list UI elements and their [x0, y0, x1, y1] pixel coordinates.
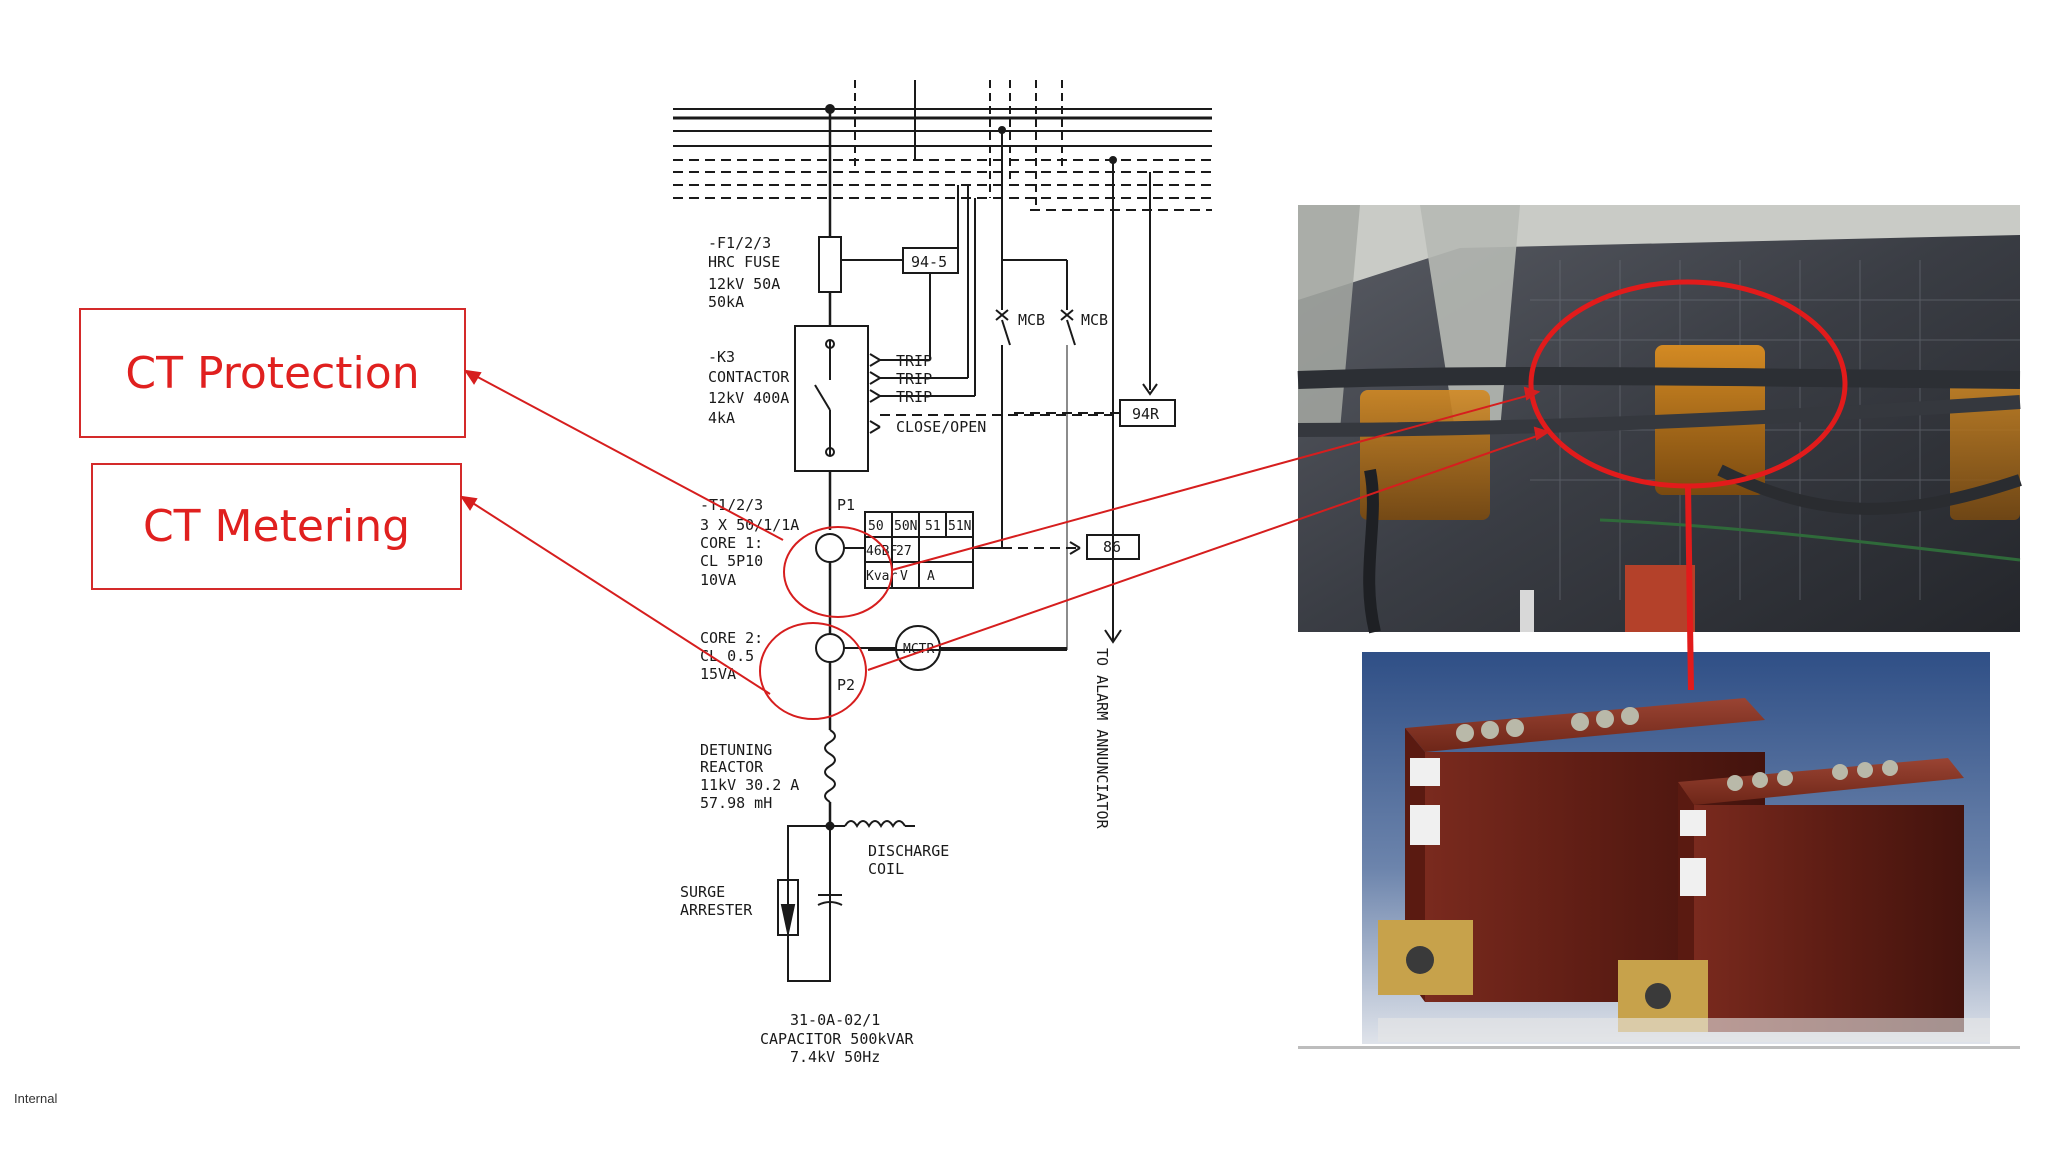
fuse-label: 50kA: [708, 293, 744, 311]
relay-grid-cell: Kvar: [866, 569, 897, 584]
trip-label: TRIP: [896, 352, 932, 370]
ct-label: 3 X 50/1/1A: [700, 516, 799, 534]
ct-protection-highlight: [783, 526, 893, 618]
trip-label: TRIP: [896, 370, 932, 388]
ct-metering-highlight: [759, 622, 867, 720]
mcb-label: MCB: [1018, 311, 1045, 329]
surge-arrester-label: SURGE: [680, 883, 725, 901]
ct-label: 10VA: [700, 571, 736, 589]
contactor-label: 12kV 400A: [708, 389, 789, 407]
mcb-label: MCB: [1081, 311, 1108, 329]
relay-grid-cell: 51: [925, 519, 941, 534]
ct-label: -T1/2/3: [700, 496, 763, 514]
alarm-label: TO ALARM ANNUNCIATOR: [1093, 648, 1111, 830]
ct-label: CL 5P10: [700, 552, 763, 570]
fuse-label: 12kV 50A: [708, 275, 780, 293]
arrow-head: [1523, 386, 1541, 401]
relay-grid-cell: 46BF: [866, 544, 897, 559]
reactor-label: 11kV 30.2 A: [700, 776, 799, 794]
relay-label: 86: [1103, 538, 1121, 556]
p1-label: P1: [837, 496, 855, 514]
annotations: [459, 369, 1551, 720]
contactor-label: -K3: [708, 348, 735, 366]
arrow-to-metering: [467, 499, 771, 695]
relay-grid-cell: 51N: [948, 519, 971, 534]
ct-protection-callout: CT Protection: [79, 308, 466, 438]
ct-label: CL 0.5: [700, 647, 754, 665]
installed-ct-photo: [1297, 205, 2022, 634]
ct-label: CORE 1:: [700, 534, 763, 552]
surge-arrester-label: ARRESTER: [680, 901, 753, 919]
arrow-to-photo: [891, 394, 1531, 571]
ct-metering-callout: CT Metering: [91, 463, 462, 590]
relay-grid-cell: V: [900, 569, 908, 584]
capacitor-label: 31-0A-02/1: [790, 1011, 880, 1029]
reactor-label: DETUNING: [700, 741, 772, 759]
single-line-diagram: [673, 80, 1212, 982]
arrow-to-protection: [471, 373, 784, 541]
ct-protection-label: CT Protection: [125, 347, 420, 399]
relay-grid-cell: A: [927, 569, 935, 584]
fuse-label: -F1/2/3: [708, 234, 771, 252]
contactor-label: 4kA: [708, 409, 735, 427]
trip-label: TRIP: [896, 388, 932, 406]
relay-grid-cell: 50N: [894, 519, 917, 534]
ct-metering-label: CT Metering: [142, 501, 411, 552]
reactor-label: REACTOR: [700, 758, 764, 776]
capacitor-label: CAPACITOR 500kVAR: [760, 1030, 914, 1048]
arrow-head: [463, 369, 482, 385]
classification-label: Internal: [14, 1091, 58, 1106]
capacitor-label: 7.4kV 50Hz: [790, 1048, 880, 1066]
relay-grid-cell: 50: [868, 519, 884, 534]
relay-grid-cell: 27: [896, 544, 912, 559]
fuse-label: HRC FUSE: [708, 253, 780, 271]
close-open-label: CLOSE/OPEN: [896, 418, 986, 436]
relay-label: 94R: [1132, 405, 1160, 423]
photo-link-line: [1685, 485, 1694, 691]
ct-label: CORE 2:: [700, 629, 763, 647]
relay-label: 94-5: [911, 253, 947, 271]
arrow-to-photo: [867, 434, 1541, 671]
discharge-coil-label: COIL: [868, 860, 904, 878]
arrow-head: [459, 495, 478, 511]
p2-label: P2: [837, 676, 855, 694]
ct-product-photo: [1298, 652, 2020, 1049]
reactor-label: 57.98 mH: [700, 794, 772, 812]
arrow-head: [1533, 426, 1551, 441]
meter-label: MCTR: [903, 642, 934, 657]
discharge-coil-label: DISCHARGE: [868, 842, 949, 860]
ct-label: 15VA: [700, 665, 736, 683]
schematic-labels: -F1/2/3 HRC FUSE 12kV 50A 50kA -K3 CONTA…: [680, 234, 1160, 1066]
contactor-label: CONTACTOR: [708, 368, 790, 386]
